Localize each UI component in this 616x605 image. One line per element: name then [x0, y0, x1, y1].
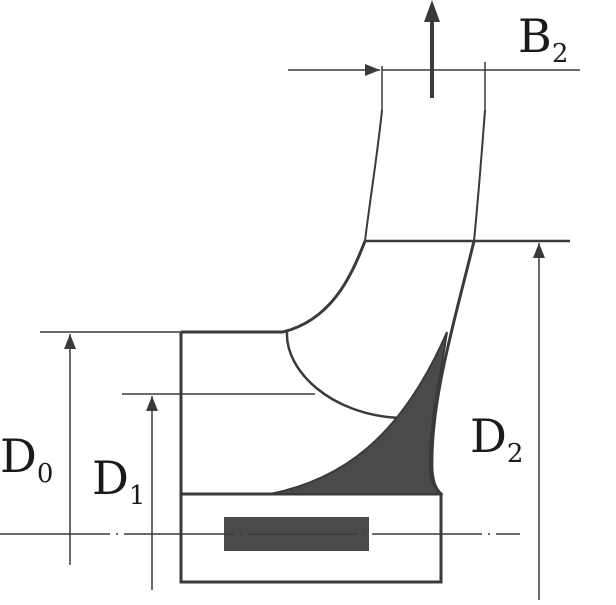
blade-inlet-edge	[285, 331, 401, 420]
outlet-right-wall	[473, 109, 486, 242]
flow-arrow-head	[424, 0, 440, 22]
label-d1: D1	[92, 451, 145, 511]
label-b2: B2	[518, 9, 568, 69]
front-shroud-curve	[282, 240, 367, 334]
outlet-left-wall	[364, 109, 383, 242]
hub-disc-section	[269, 331, 448, 495]
label-d0: D0	[0, 429, 53, 489]
hub-rear-curve	[430, 240, 476, 496]
label-d2: D2	[470, 409, 523, 469]
